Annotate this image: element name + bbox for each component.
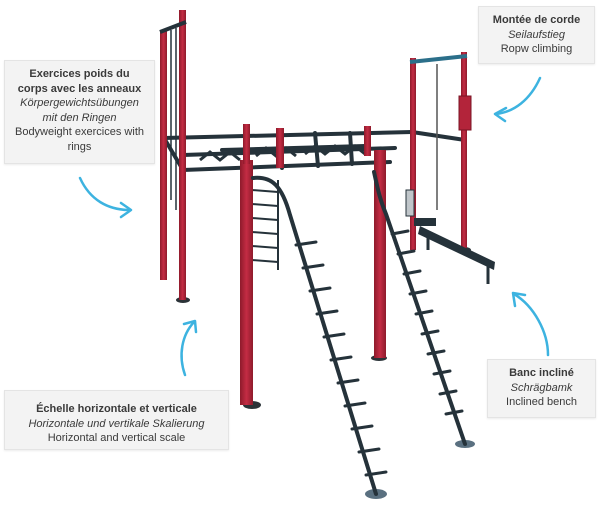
callout-arrows [78, 76, 550, 377]
arrow-bench [511, 291, 550, 357]
base-plates [176, 247, 475, 499]
incline-bench [414, 218, 495, 284]
left-tall-frame [159, 10, 187, 300]
arrow-rope [493, 76, 542, 123]
callout-title-de: Seilaufstieg [508, 28, 565, 41]
front-ladders [251, 170, 467, 496]
arrow-ladder [180, 319, 198, 377]
callout-title-en: Ropw climbing [500, 43, 573, 55]
callout-title-de: Körpergewichtsübungen mit den Ringen [20, 97, 139, 124]
callout-inclined-bench: Banc incliné Schrägbamk Inclined bench [487, 359, 596, 418]
ladder-rungs [294, 229, 464, 477]
callout-title-de: Horizontale und vertikale Skalierung [28, 417, 205, 430]
callout-title-en: Bodyweight exercices with rings [14, 126, 144, 153]
rope-frame [405, 52, 472, 250]
callout-title-en: Inclined bench [506, 396, 577, 408]
arrow-bodyweight [78, 176, 133, 219]
callout-bodyweight-rings: Exercices poids du corps avec les anneau… [4, 60, 155, 164]
callout-title-de: Schrägbamk [510, 381, 573, 394]
callout-rope-climbing: Montée de corde Seilaufstieg Ropw climbi… [478, 6, 595, 64]
wall-bars [251, 178, 279, 272]
callout-title-en: Horizontal and vertical scale [47, 432, 186, 444]
callout-ladder: Échelle horizontale et verticale Horizon… [4, 390, 229, 450]
callout-title-fr: Montée de corde [492, 14, 581, 26]
callout-title-fr: Échelle horizontale et verticale [36, 403, 197, 415]
callout-title-fr: Banc incliné [509, 367, 574, 379]
callout-title-fr: Exercices poids du corps avec les anneau… [17, 68, 142, 95]
